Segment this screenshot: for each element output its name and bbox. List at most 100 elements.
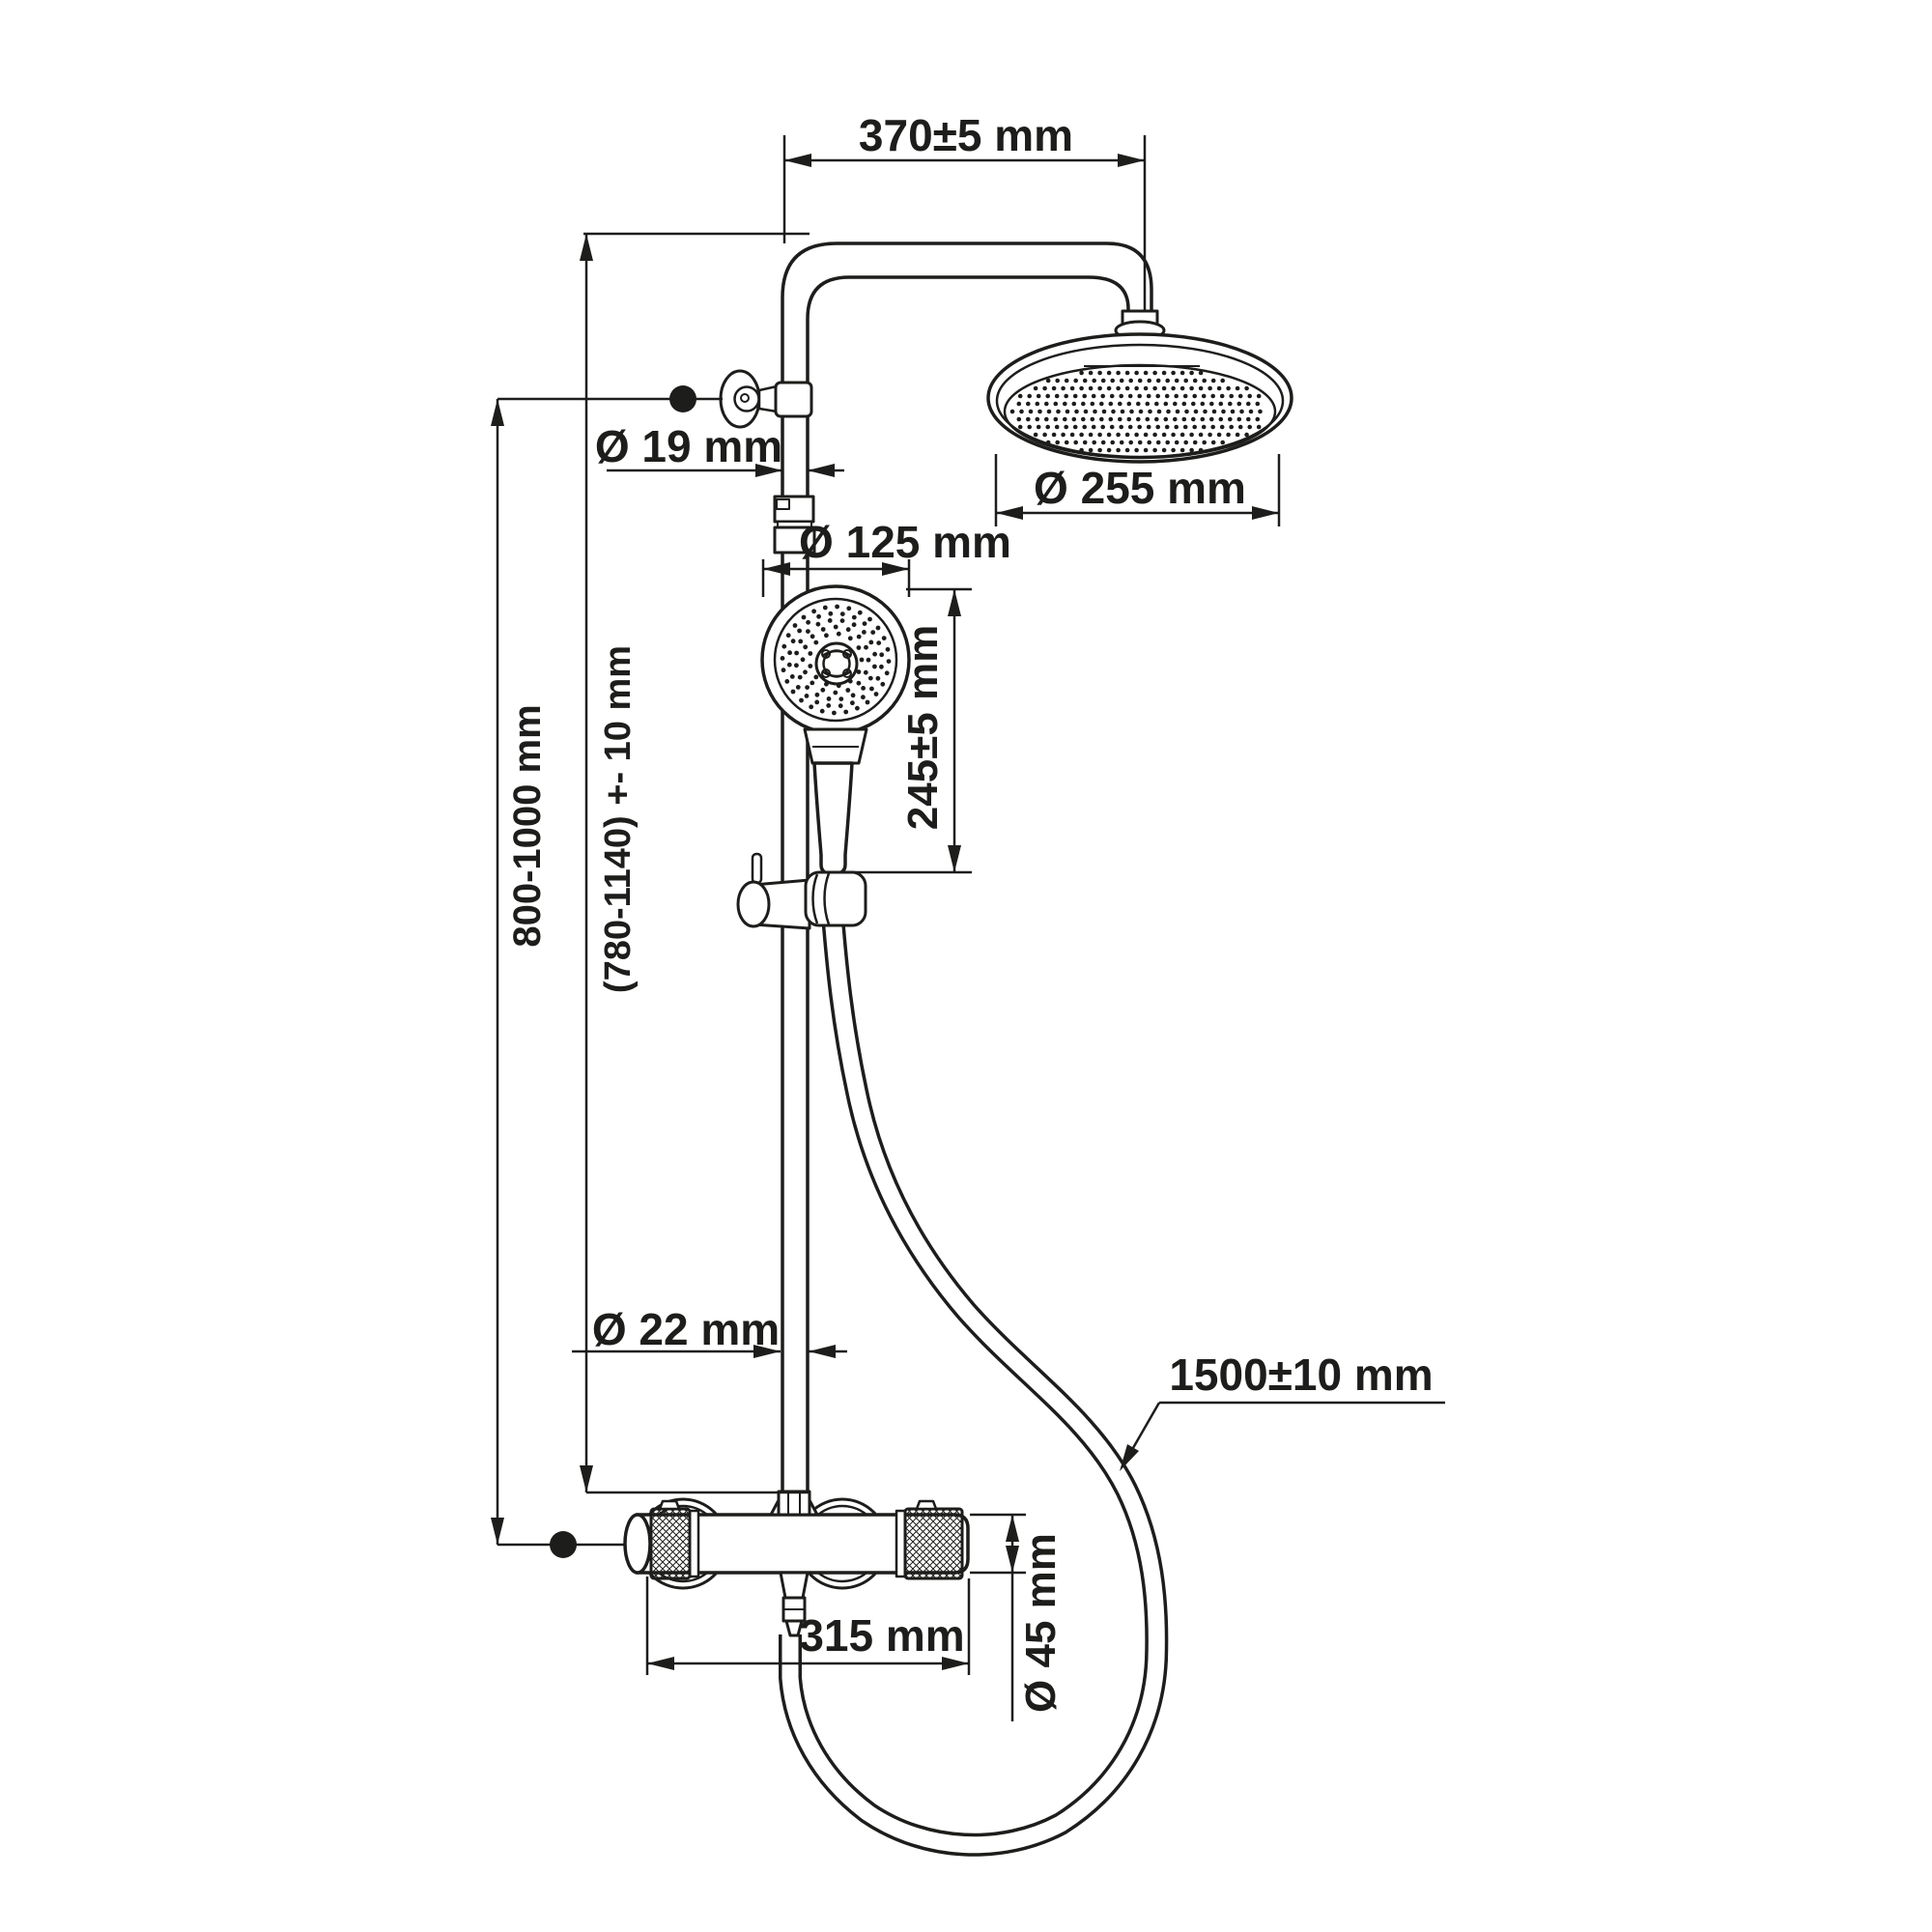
pipe-inner-edge <box>806 275 1089 1492</box>
nozzle-dot <box>1033 385 1038 391</box>
holder-lock-pin <box>751 852 763 885</box>
nozzle-dot <box>1171 432 1176 438</box>
nozzle-dot <box>1083 409 1089 414</box>
nozzle-dot <box>1208 385 1212 391</box>
nozzle-dot <box>1082 440 1088 445</box>
height-adjuster-collar <box>773 495 816 554</box>
nozzle-dot <box>1027 393 1032 399</box>
nozzle-dot <box>1072 424 1078 430</box>
nozzle-dot <box>1202 440 1207 445</box>
label-rain-head-diameter: Ø 255 mm <box>1034 463 1246 513</box>
nozzle-dot <box>1111 409 1116 414</box>
nozzle-dot <box>833 690 838 696</box>
nozzle-dot <box>1182 393 1188 399</box>
nozzle-dot <box>1035 401 1040 407</box>
nozzle-dot <box>1146 424 1151 430</box>
nozzle-dot <box>806 619 810 625</box>
nozzle-dot <box>855 705 860 711</box>
nozzle-dot <box>1064 378 1069 384</box>
adjuster-lower-collar <box>773 526 816 554</box>
label-hose-length: 1500±10 mm <box>1169 1350 1434 1400</box>
nozzle-dot <box>794 650 799 656</box>
nozzle-dot <box>785 633 791 639</box>
holder-knob-cap <box>736 880 771 928</box>
shower-column-pipe-and-arm <box>781 242 1153 1492</box>
nozzle-dot <box>784 679 790 684</box>
mode-button-dot <box>821 649 831 659</box>
nozzle-dot <box>1226 385 1231 391</box>
nozzle-dot <box>1210 378 1216 384</box>
nozzle-dot <box>1161 370 1167 376</box>
nozzle-dot <box>869 686 874 692</box>
nozzle-dot <box>1097 385 1102 391</box>
nozzle-dot <box>856 669 862 674</box>
nozzle-dot <box>1064 424 1068 430</box>
nozzle-dot <box>1017 393 1023 399</box>
nozzle-dot <box>1079 432 1084 438</box>
nozzle-dot <box>1237 424 1243 430</box>
nozzle-dot <box>1119 424 1123 430</box>
nozzle-dot <box>1200 401 1206 407</box>
nozzle-dot <box>1054 424 1060 430</box>
nozzle-dot <box>801 614 807 620</box>
dim-upper-pipe-diameter <box>607 464 844 477</box>
nozzle-dot <box>867 616 872 622</box>
nozzle-dot <box>1152 385 1157 391</box>
nozzle-dot <box>1069 385 1075 391</box>
nozzle-dot <box>1016 416 1022 422</box>
nozzle-dot <box>1051 385 1057 391</box>
nozzle-dot <box>866 657 871 663</box>
dim-lower-pipe-diameter <box>572 1345 847 1358</box>
nozzle-dot <box>1116 447 1121 453</box>
nozzle-dot <box>1081 401 1086 407</box>
nozzle-dot <box>1116 432 1121 438</box>
pipe-outer-edge <box>781 242 1107 1492</box>
nozzle-dot <box>1054 393 1060 399</box>
nozzle-dot <box>1129 409 1134 414</box>
mode-button-arc-bottom <box>821 669 852 678</box>
nozzle-dot <box>1091 393 1096 399</box>
nozzle-dot <box>1161 432 1167 438</box>
nozzle-dot <box>1229 393 1234 399</box>
nozzle-dot <box>1091 424 1096 430</box>
nozzle-dot <box>1090 401 1095 407</box>
nozzle-dot <box>814 692 820 697</box>
nozzle-dot <box>1099 416 1104 422</box>
nozzle-dot <box>1246 416 1251 422</box>
nozzle-dot <box>805 685 810 690</box>
nozzle-dot <box>856 680 862 686</box>
nozzle-dot <box>815 621 821 627</box>
nozzle-dot <box>875 625 881 631</box>
nozzle-dot <box>1019 409 1024 414</box>
nozzle-dot <box>870 630 876 635</box>
nozzle-dot <box>780 656 785 661</box>
nozzle-dot <box>820 687 826 693</box>
dim-mixer-width <box>645 1577 971 1675</box>
nozzle-dot <box>1073 440 1078 445</box>
rain-nozzle-dots <box>1009 370 1263 453</box>
nozzle-dot <box>1191 416 1196 422</box>
nozzle-dot <box>1118 416 1122 422</box>
nozzle-dot <box>1100 440 1106 445</box>
nozzle-dot <box>1046 409 1052 414</box>
nozzle-dot <box>1143 447 1149 453</box>
nozzle-dot <box>810 680 815 686</box>
nozzle-dot <box>1108 416 1114 422</box>
nozzle-dot <box>1189 432 1194 438</box>
nozzle-dot <box>1220 440 1225 445</box>
nozzle-dot <box>800 657 806 663</box>
nozzle-dot <box>1163 416 1169 422</box>
nozzle-dot <box>1145 401 1151 407</box>
nozzle-dot <box>1216 432 1222 438</box>
nozzle-dot <box>1165 440 1170 445</box>
nozzle-dot <box>803 644 809 650</box>
nozzle-dot <box>1179 385 1185 391</box>
nozzle-dot <box>819 708 825 714</box>
nozzle-dot <box>1174 440 1179 445</box>
nozzle-dot <box>1201 424 1207 430</box>
rain-shower-head <box>986 309 1293 464</box>
nozzle-dot <box>1174 424 1179 430</box>
nozzle-dot <box>795 685 801 690</box>
nozzle-dot <box>1229 424 1234 430</box>
nozzle-dot <box>867 675 873 681</box>
